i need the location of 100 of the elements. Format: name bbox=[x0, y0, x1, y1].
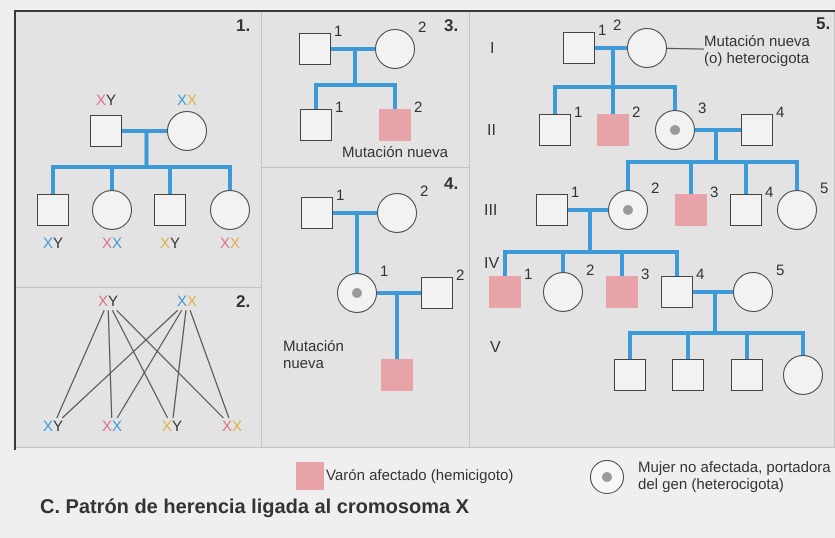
genotype-label: XX bbox=[176, 93, 198, 110]
pedigree-line bbox=[628, 331, 632, 359]
pedigree-line bbox=[595, 46, 613, 50]
pedigree-line bbox=[561, 250, 565, 272]
pedigree-line bbox=[611, 85, 615, 114]
inheritance-line bbox=[116, 310, 224, 418]
inheritance-line bbox=[108, 310, 112, 418]
individual-number: 5 bbox=[820, 181, 828, 198]
pedigree-line bbox=[397, 291, 421, 295]
individual-number: 2 bbox=[586, 263, 594, 280]
pedigree-line bbox=[355, 47, 375, 51]
generation-label: III bbox=[484, 202, 498, 220]
pedigree-line bbox=[355, 213, 359, 273]
genotype-label: XY bbox=[158, 418, 186, 436]
individual-number: 3 bbox=[698, 101, 706, 118]
generation-label: IV bbox=[484, 255, 500, 273]
pedigree-line bbox=[713, 292, 717, 331]
pedigree-line bbox=[715, 290, 733, 294]
panel-number: 1. bbox=[236, 16, 250, 36]
annotation-text: Mutación nueva (o) heterocigota bbox=[704, 33, 832, 68]
pedigree-line bbox=[393, 83, 397, 109]
pedigree-panel bbox=[470, 12, 835, 448]
pedigree-line bbox=[553, 85, 557, 114]
panel-number: 2. bbox=[236, 292, 250, 312]
pedigree-line bbox=[714, 130, 718, 160]
pedigree-line bbox=[395, 293, 399, 359]
annotation-text: Mutación nueva bbox=[342, 145, 448, 162]
generation-label: II bbox=[487, 122, 496, 140]
pedigree-line bbox=[689, 160, 693, 194]
individual-number: 2 bbox=[414, 100, 422, 116]
figure-title: C. Patrón de herencia ligada al cromosoma X bbox=[40, 496, 470, 519]
legend-text: Mujer no afectada, portadora del gen (heterocigota) bbox=[638, 460, 832, 493]
genotype-label: XX bbox=[102, 236, 122, 252]
pedigree-line bbox=[686, 331, 690, 359]
inheritance-line bbox=[62, 310, 178, 418]
individual-number: 1 bbox=[598, 23, 606, 40]
pedigree-line bbox=[695, 128, 716, 132]
pedigree-line bbox=[613, 46, 627, 50]
panel-number: 3. bbox=[444, 16, 458, 36]
genotype-label: XY bbox=[160, 236, 180, 252]
genotype-label: XX bbox=[220, 236, 240, 252]
individual-number: 2 bbox=[456, 268, 464, 284]
pedigree-line bbox=[353, 49, 357, 83]
pedigree-line bbox=[503, 250, 507, 276]
pedigree-line bbox=[122, 129, 146, 133]
pedigree-panel bbox=[16, 12, 262, 288]
genotype-label: XX bbox=[218, 418, 246, 436]
pedigree-line bbox=[144, 131, 148, 165]
individual-number: 1 bbox=[524, 267, 532, 284]
panel-number: 4. bbox=[444, 174, 458, 194]
pedigree-line bbox=[228, 165, 232, 190]
pedigree-panel bbox=[262, 12, 470, 168]
pedigree-line bbox=[377, 291, 397, 295]
pedigree-panel bbox=[262, 168, 470, 448]
individual-number: 4 bbox=[776, 105, 784, 122]
individual-number: 1 bbox=[336, 188, 344, 204]
individual-number: 1 bbox=[334, 24, 342, 40]
inheritance-line bbox=[190, 310, 230, 418]
individual-number: 2 bbox=[632, 105, 640, 122]
pedigree-line bbox=[168, 165, 172, 194]
inheritance-line bbox=[112, 310, 168, 418]
genotype-label: XY bbox=[94, 293, 122, 310]
individual-number: 5 bbox=[776, 263, 784, 280]
pedigree-line bbox=[333, 211, 357, 215]
individual-number: 2 bbox=[651, 181, 660, 198]
pedigree-line bbox=[331, 47, 355, 51]
individual-number: 3 bbox=[710, 185, 718, 202]
genotype-label: XY bbox=[39, 418, 67, 436]
individual-number: 4 bbox=[696, 267, 704, 284]
panel-number: 5. bbox=[816, 14, 830, 34]
inheritance-line bbox=[56, 310, 105, 418]
generation-label: I bbox=[490, 40, 494, 58]
individual-number: 1 bbox=[335, 100, 344, 116]
genotype-label: XY bbox=[42, 236, 64, 252]
pedigree-line bbox=[314, 83, 318, 109]
pedigree-line bbox=[51, 165, 55, 194]
pedigree-line bbox=[620, 250, 624, 276]
inheritance-line bbox=[172, 310, 187, 418]
genotype-label: XX bbox=[173, 293, 201, 310]
pedigree-line bbox=[146, 129, 167, 133]
pedigree-line bbox=[588, 210, 592, 250]
pedigree-line bbox=[590, 208, 608, 212]
genotype-label: XX bbox=[98, 418, 126, 436]
individual-number: 2 bbox=[613, 18, 622, 34]
individual-number: 4 bbox=[765, 185, 774, 202]
individual-number: 2 bbox=[420, 184, 428, 200]
pedigree-line bbox=[673, 85, 677, 110]
individual-number: 2 bbox=[418, 20, 426, 36]
pedigree-line bbox=[110, 165, 114, 190]
generation-label: V bbox=[490, 339, 501, 357]
pedigree-line bbox=[675, 250, 679, 276]
cross-diagram-panel bbox=[16, 288, 262, 448]
pedigree-line bbox=[744, 160, 748, 194]
individual-number: 1 bbox=[380, 264, 388, 280]
pedigree-line bbox=[611, 48, 615, 85]
individual-number: 3 bbox=[641, 267, 650, 284]
pedigree-line bbox=[693, 290, 715, 294]
annotation-text: Mutación nueva bbox=[283, 339, 345, 372]
pedigree-line bbox=[568, 208, 590, 212]
individual-number: 1 bbox=[574, 105, 582, 122]
